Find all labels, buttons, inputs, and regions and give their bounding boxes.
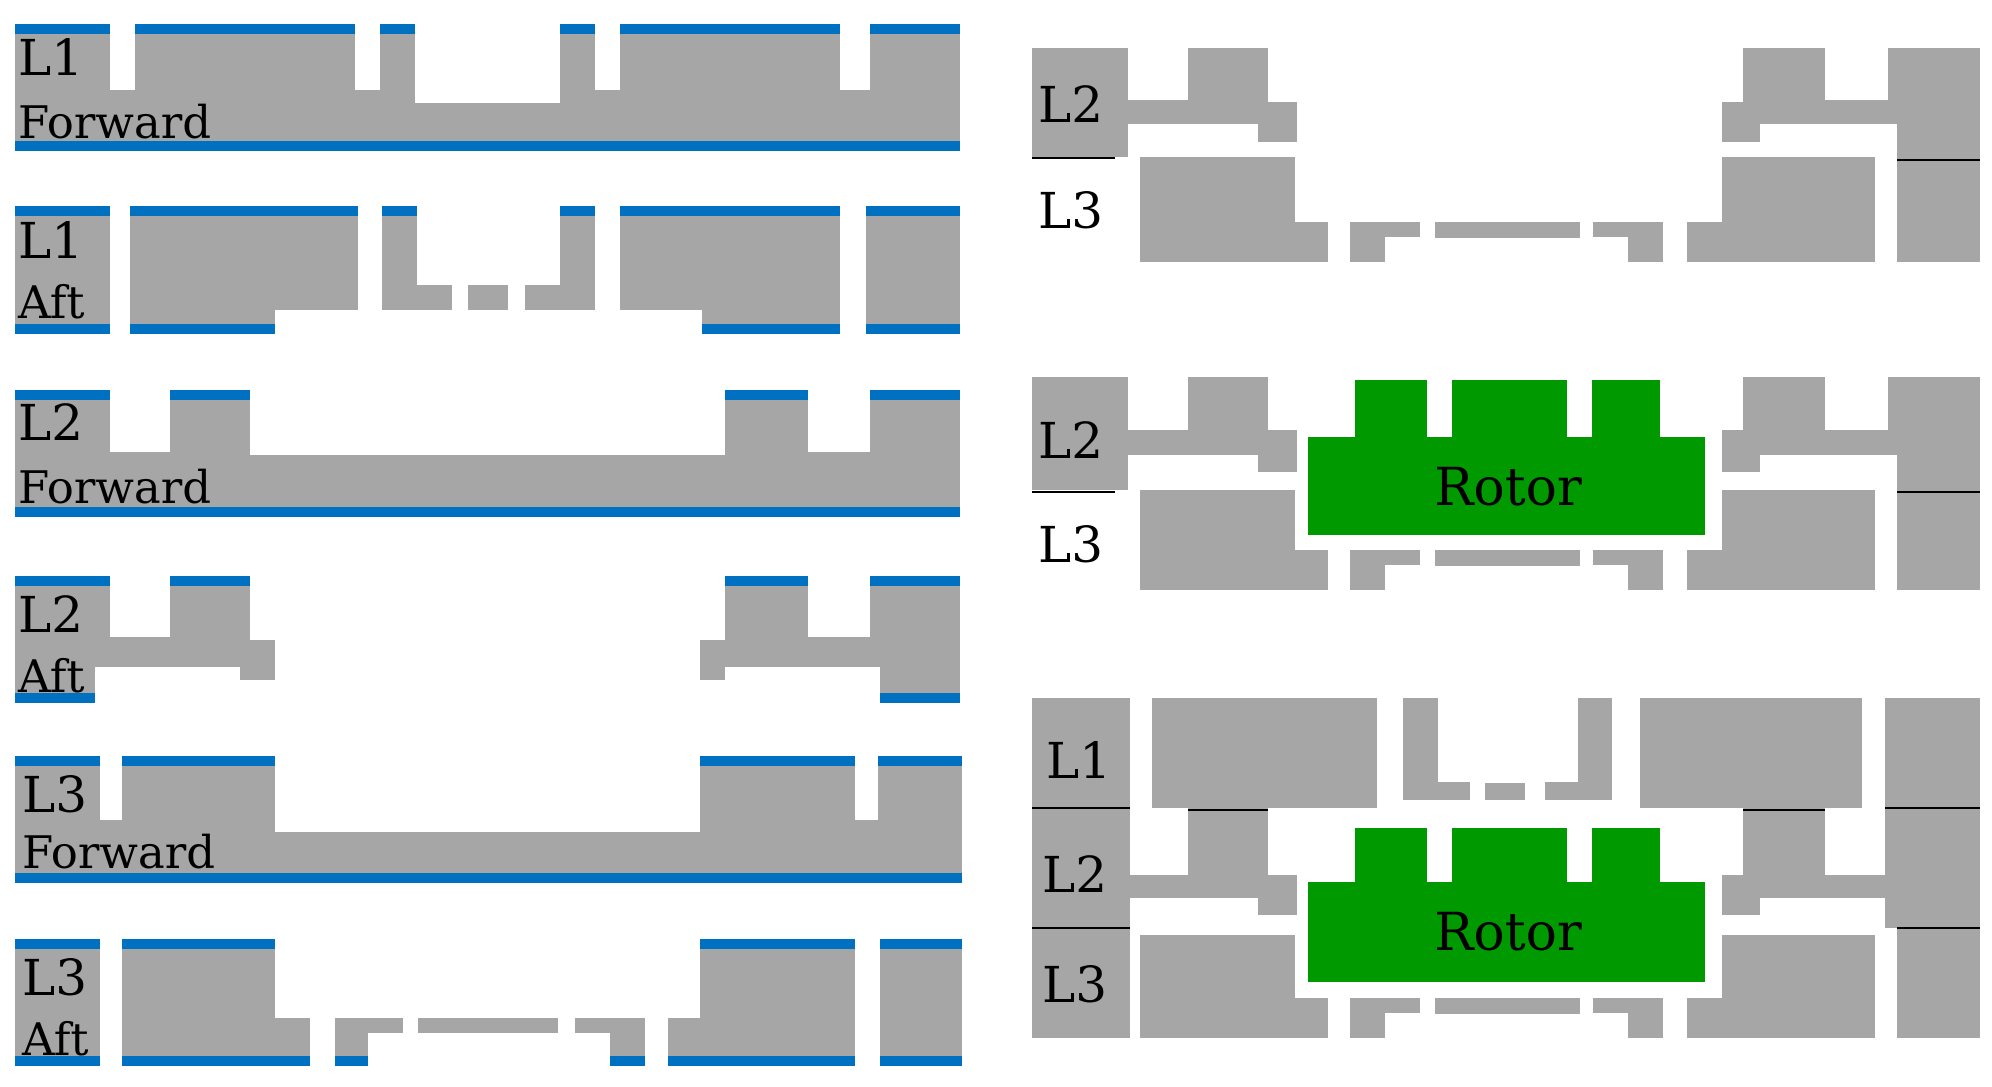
layer-name-label: L2 [18,394,83,452]
layer-side-label: Forward [18,96,211,149]
stack-bottom-label: L3 [1038,516,1103,574]
stack-top-label: L2 [1038,412,1103,470]
layer-name-label: L3 [22,949,87,1007]
layer-l3-aft: L3 Aft [15,939,962,1066]
stack-top-label: L2 [1038,76,1103,134]
layer-l2-aft: L2 Aft [15,576,960,703]
stack-middle-label: L2 [1042,846,1107,904]
stack-l1-l2-l3-rotor: Rotor L1 L2 L3 [1032,698,1980,1038]
stack-top-label: L1 [1046,732,1111,790]
layer-name-label: L1 [18,212,83,270]
layer-l1-aft: L1 Aft [15,206,960,334]
layer-l3-forward: L3 Forward [15,756,962,883]
layer-side-label: Aft [17,650,84,703]
rotor [1308,828,1705,982]
stack-l2-l3: L2 L3 [1032,48,1980,262]
stack-bottom-label: L3 [1042,956,1107,1014]
stack-l2-l3-rotor: Rotor L2 L3 [1032,377,1980,590]
stack-bottom-label: L3 [1038,182,1103,240]
rotor-label: Rotor [1434,903,1582,963]
layer-side-label: Aft [17,276,84,329]
layer-name-label: L1 [18,29,83,87]
layer-side-label: Forward [18,461,211,514]
rotor-label: Rotor [1434,458,1582,518]
rotor [1308,380,1705,535]
layer-name-label: L3 [22,766,87,824]
layer-side-label: Aft [21,1013,88,1066]
layer-side-label: Forward [22,826,215,879]
layer-l2-forward: L2 Forward [15,390,960,517]
layer-l1-forward: L1 Forward [15,24,960,151]
layer-name-label: L2 [18,586,83,644]
